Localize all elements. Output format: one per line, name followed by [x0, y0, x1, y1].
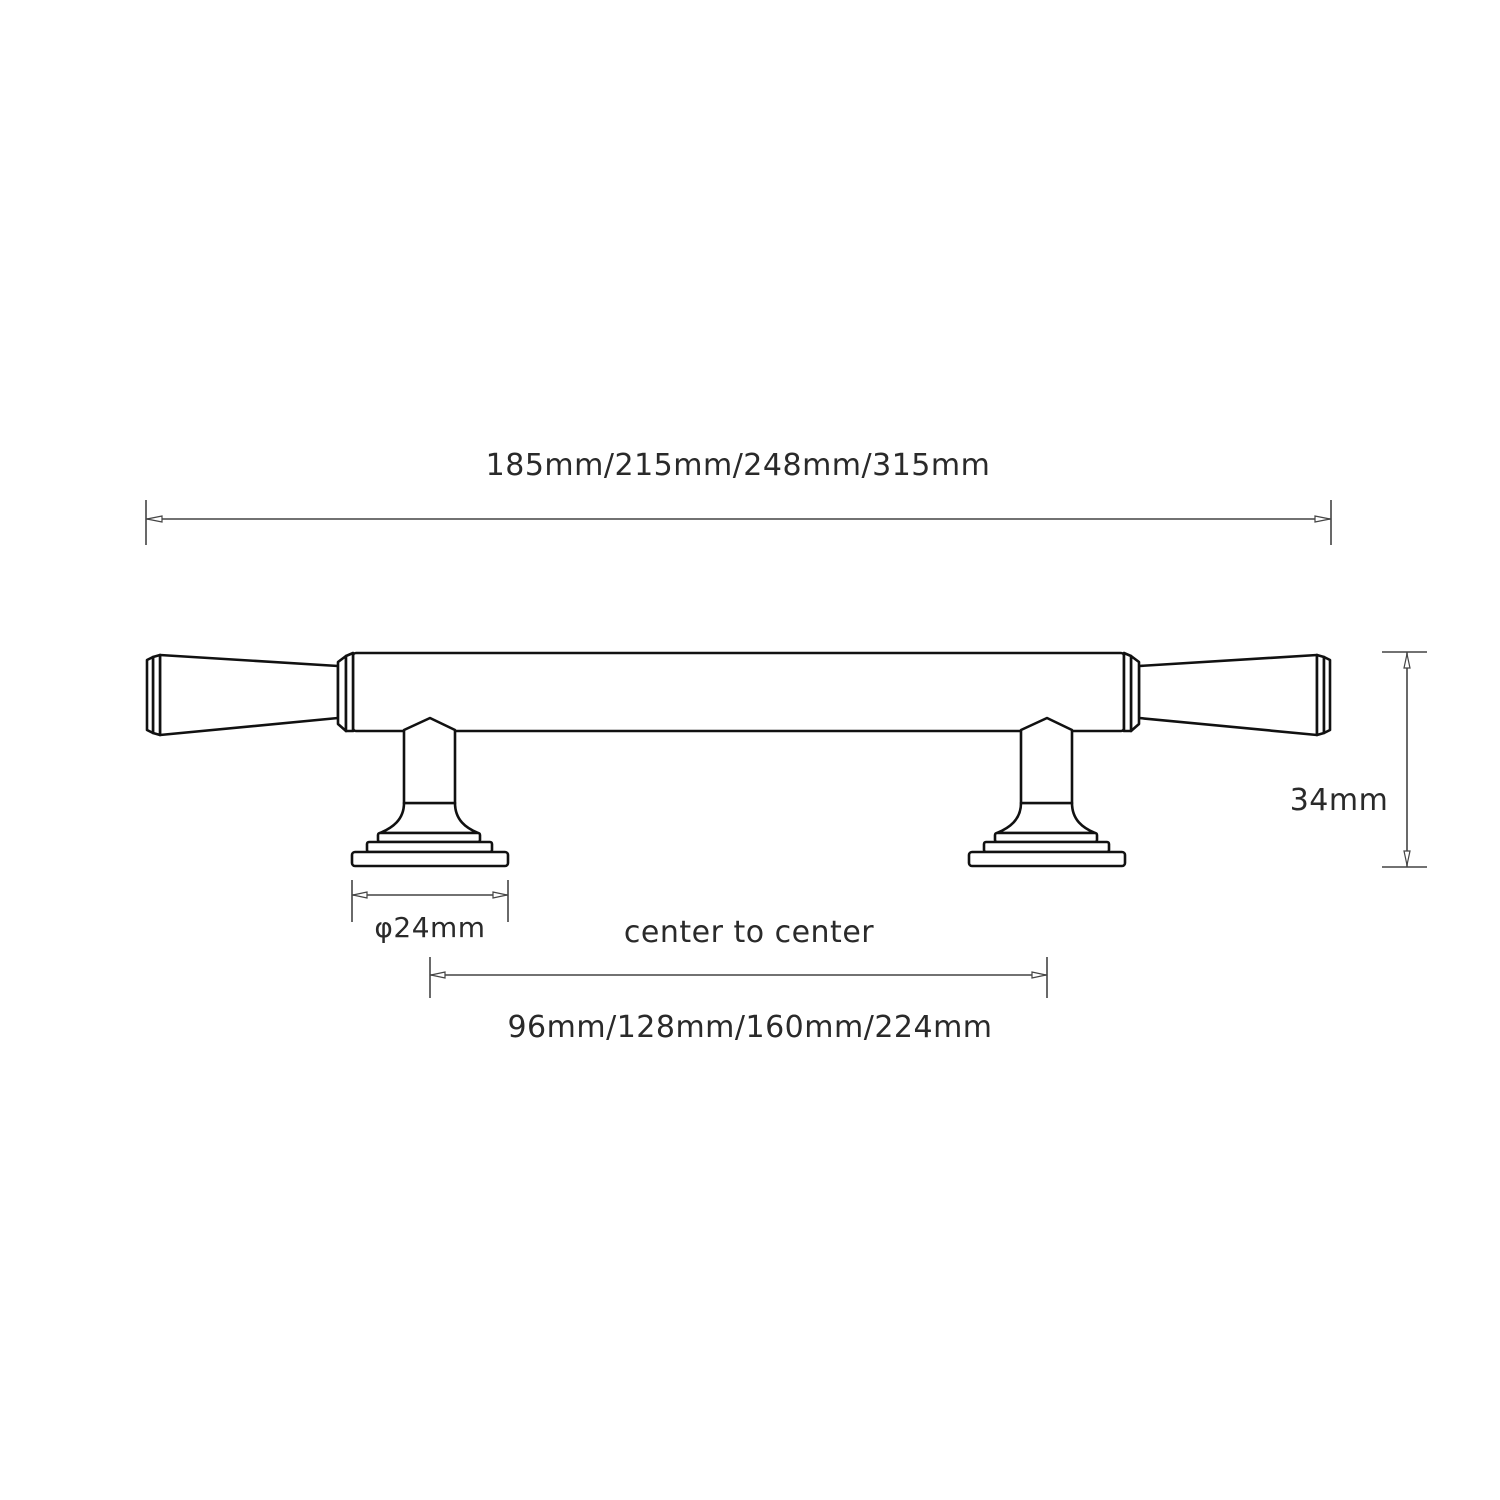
handle-bar: [351, 651, 1126, 733]
overall-length-dimension-line: [145, 500, 1332, 545]
base-diameter-label: φ24mm: [374, 911, 486, 944]
center-to-center-dimension-line: [429, 957, 1048, 998]
right-foot: [967, 716, 1127, 868]
overall-length-label: 185mm/215mm/248mm/315mm: [485, 448, 991, 483]
right-end-cap: [1122, 651, 1332, 737]
base-diameter-dimension-line: [351, 880, 509, 922]
left-end-cap: [145, 651, 355, 737]
center-to-center-label: center to center: [623, 915, 875, 950]
left-foot: [350, 716, 510, 868]
height-label: 34mm: [1289, 783, 1389, 818]
center-to-center-value: 96mm/128mm/160mm/224mm: [507, 1010, 993, 1045]
height-dimension-line: [1382, 651, 1427, 868]
